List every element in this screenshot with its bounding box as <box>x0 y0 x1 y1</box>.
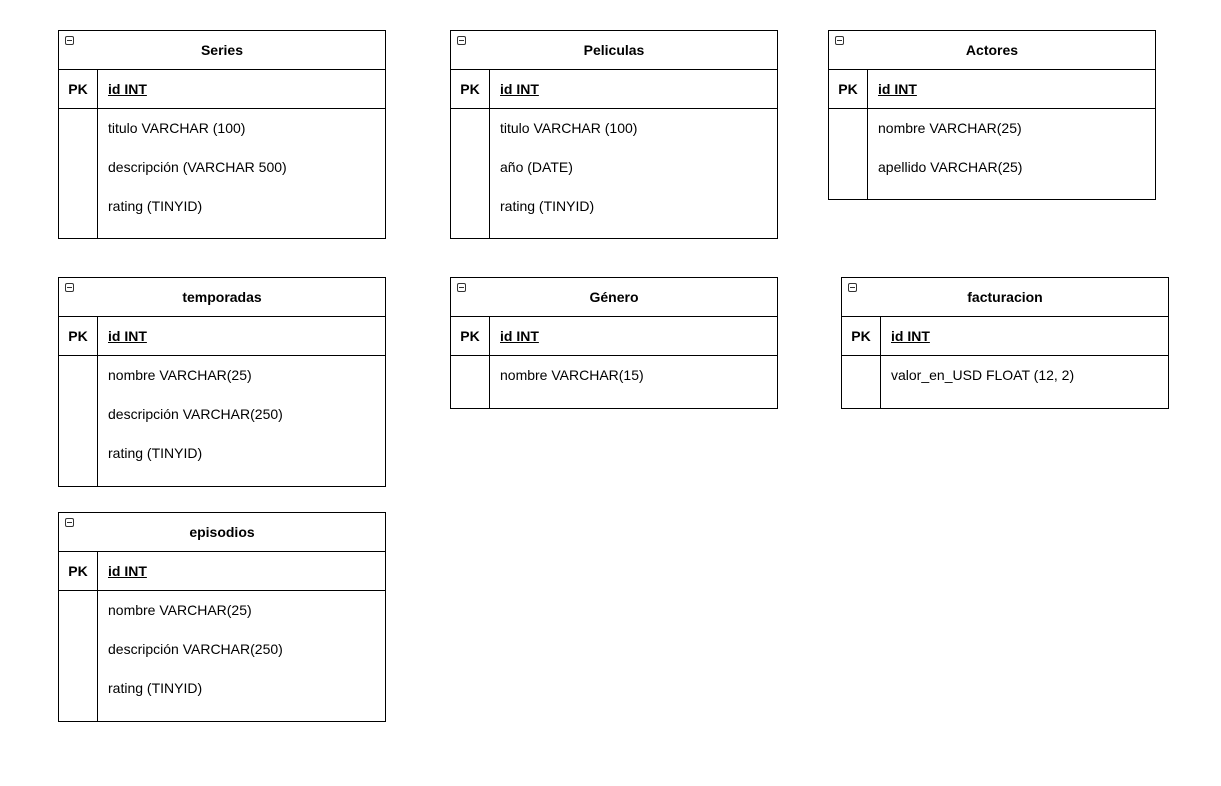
entity-facturacion[interactable]: facturacion PK id INT valor_en_USD FLOAT… <box>841 277 1169 409</box>
attribute-row: nombre VARCHAR(25) <box>878 120 1022 136</box>
attribute-list: titulo VARCHAR (100) descripción (VARCHA… <box>98 109 385 238</box>
attribute-list: nombre VARCHAR(25) descripción VARCHAR(2… <box>98 356 385 486</box>
attribute-section: nombre VARCHAR(25) apellido VARCHAR(25) <box>829 109 1155 199</box>
entity-title: Series <box>200 42 244 58</box>
attribute-list: titulo VARCHAR (100) año (DATE) rating (… <box>490 109 777 238</box>
attribute-row: titulo VARCHAR (100) <box>500 120 638 136</box>
entity-genero[interactable]: Género PK id INT nombre VARCHAR(15) <box>450 277 778 409</box>
key-column <box>59 591 98 721</box>
key-column <box>59 356 98 486</box>
pk-label: PK <box>829 70 868 108</box>
entity-title: Género <box>589 289 639 305</box>
entity-header: Series <box>59 31 385 70</box>
pk-label: PK <box>59 70 98 108</box>
pk-label: PK <box>451 317 490 355</box>
attribute-row: rating (TINYID) <box>108 445 203 461</box>
pk-row: PK id INT <box>829 70 1155 109</box>
attribute-list: nombre VARCHAR(15) <box>490 356 777 408</box>
attribute-section: titulo VARCHAR (100) descripción (VARCHA… <box>59 109 385 238</box>
pk-row: PK id INT <box>451 70 777 109</box>
attribute-row: descripción VARCHAR(250) <box>108 641 283 657</box>
attribute-list: nombre VARCHAR(25) descripción VARCHAR(2… <box>98 591 385 721</box>
entity-header: temporadas <box>59 278 385 317</box>
pk-row: PK id INT <box>59 317 385 356</box>
entity-peliculas[interactable]: Peliculas PK id INT titulo VARCHAR (100)… <box>450 30 778 239</box>
entity-header: episodios <box>59 513 385 552</box>
attribute-row: rating (TINYID) <box>500 198 595 214</box>
collapse-icon[interactable] <box>65 518 74 527</box>
entity-series[interactable]: Series PK id INT titulo VARCHAR (100) de… <box>58 30 386 239</box>
pk-label: PK <box>451 70 490 108</box>
collapse-icon[interactable] <box>848 283 857 292</box>
pk-row: PK id INT <box>451 317 777 356</box>
attribute-row: año (DATE) <box>500 159 573 175</box>
entity-header: facturacion <box>842 278 1168 317</box>
entity-header: Peliculas <box>451 31 777 70</box>
attribute-row: nombre VARCHAR(25) <box>108 367 252 383</box>
pk-field: id INT <box>500 81 539 97</box>
pk-label: PK <box>59 317 98 355</box>
attribute-row: nombre VARCHAR(15) <box>500 367 644 383</box>
attribute-row: nombre VARCHAR(25) <box>108 602 252 618</box>
attribute-row: apellido VARCHAR(25) <box>878 159 1023 175</box>
attribute-row: rating (TINYID) <box>108 198 203 214</box>
key-column <box>842 356 881 408</box>
entity-title: facturacion <box>967 289 1043 305</box>
attribute-list: valor_en_USD FLOAT (12, 2) <box>881 356 1168 408</box>
attribute-section: nombre VARCHAR(15) <box>451 356 777 408</box>
pk-row: PK id INT <box>842 317 1168 356</box>
pk-field: id INT <box>108 81 147 97</box>
key-column <box>451 356 490 408</box>
pk-field: id INT <box>891 328 930 344</box>
entity-title: Peliculas <box>583 42 645 58</box>
key-column <box>451 109 490 238</box>
attribute-row: descripción (VARCHAR 500) <box>108 159 287 175</box>
pk-row: PK id INT <box>59 70 385 109</box>
pk-label: PK <box>59 552 98 590</box>
collapse-icon[interactable] <box>457 283 466 292</box>
collapse-icon[interactable] <box>457 36 466 45</box>
attribute-row: valor_en_USD FLOAT (12, 2) <box>891 367 1075 383</box>
attribute-section: valor_en_USD FLOAT (12, 2) <box>842 356 1168 408</box>
entity-title: Actores <box>965 42 1019 58</box>
pk-field: id INT <box>878 81 917 97</box>
attribute-section: nombre VARCHAR(25) descripción VARCHAR(2… <box>59 356 385 486</box>
attribute-section: nombre VARCHAR(25) descripción VARCHAR(2… <box>59 591 385 721</box>
entity-episodios[interactable]: episodios PK id INT nombre VARCHAR(25) d… <box>58 512 386 722</box>
attribute-section: titulo VARCHAR (100) año (DATE) rating (… <box>451 109 777 238</box>
pk-label: PK <box>842 317 881 355</box>
attribute-row: descripción VARCHAR(250) <box>108 406 283 422</box>
key-column <box>829 109 868 199</box>
entity-header: Género <box>451 278 777 317</box>
attribute-row: titulo VARCHAR (100) <box>108 120 246 136</box>
pk-field: id INT <box>500 328 539 344</box>
collapse-icon[interactable] <box>65 283 74 292</box>
entity-title: temporadas <box>182 289 262 305</box>
collapse-icon[interactable] <box>835 36 844 45</box>
entity-header: Actores <box>829 31 1155 70</box>
entity-title: episodios <box>189 524 255 540</box>
entity-temporadas[interactable]: temporadas PK id INT nombre VARCHAR(25) … <box>58 277 386 487</box>
entity-actores[interactable]: Actores PK id INT nombre VARCHAR(25) ape… <box>828 30 1156 200</box>
pk-row: PK id INT <box>59 552 385 591</box>
attribute-list: nombre VARCHAR(25) apellido VARCHAR(25) <box>868 109 1155 199</box>
attribute-row: rating (TINYID) <box>108 680 203 696</box>
pk-field: id INT <box>108 563 147 579</box>
collapse-icon[interactable] <box>65 36 74 45</box>
key-column <box>59 109 98 238</box>
pk-field: id INT <box>108 328 147 344</box>
